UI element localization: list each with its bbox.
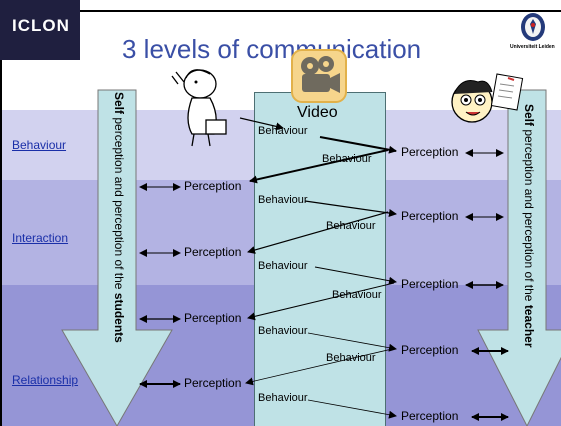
level-link-behaviour[interactable]: Behaviour [12,138,67,152]
behaviour-label: Behaviour [258,325,308,337]
behaviour-label: Behaviour [332,289,382,301]
student-figure-icon [451,73,524,123]
flow-arrow [247,211,389,254]
flow-arrow [314,266,397,285]
top-border-line [8,10,561,12]
right-down-arrow [477,89,561,426]
behaviour-label: Behaviour [258,194,308,206]
flow-arrow [319,136,397,154]
behaviour-label: Behaviour [258,260,308,272]
level-link-relationship[interactable]: Relationship [12,373,79,387]
left-down-arrow [61,89,173,426]
university-seal-icon [521,13,545,41]
flow-arrow [307,399,397,419]
perception-label: Perception [184,376,242,390]
flow-arrow [304,200,397,217]
iclon-logo-text: ICLON [12,16,70,35]
flow-arrow [239,117,284,131]
perception-label: Perception [184,311,242,325]
flow-arrow [307,332,397,352]
flow-arrow [249,149,389,184]
flow-arrow [245,348,393,386]
flow-arrow [247,282,395,321]
behaviour-label: Behaviour [322,153,372,165]
film-camera-icon [291,49,347,103]
perception-label: Perception [184,245,242,259]
slide-title: 3 levels of communication [122,34,422,64]
behaviour-label: Behaviour [258,125,308,137]
perception-label: Perception [401,209,459,223]
left-border-line [0,0,2,426]
perception-label: Perception [401,409,459,423]
video-column [254,92,386,426]
behaviour-label: Behaviour [326,352,376,364]
perception-label: Perception [184,179,242,193]
level-link-interaction[interactable]: Interaction [12,231,69,245]
iclon-logo: ICLON [0,0,80,60]
video-label: Video [297,104,338,121]
behaviour-label: Behaviour [258,392,308,404]
perception-label: Perception [401,277,459,291]
behaviour-label: Behaviour [326,220,376,232]
perception-label: Perception [401,145,459,159]
teacher-figure-icon [171,69,227,147]
perception-label: Perception [401,343,459,357]
university-name: Universiteit Leiden [510,44,555,50]
